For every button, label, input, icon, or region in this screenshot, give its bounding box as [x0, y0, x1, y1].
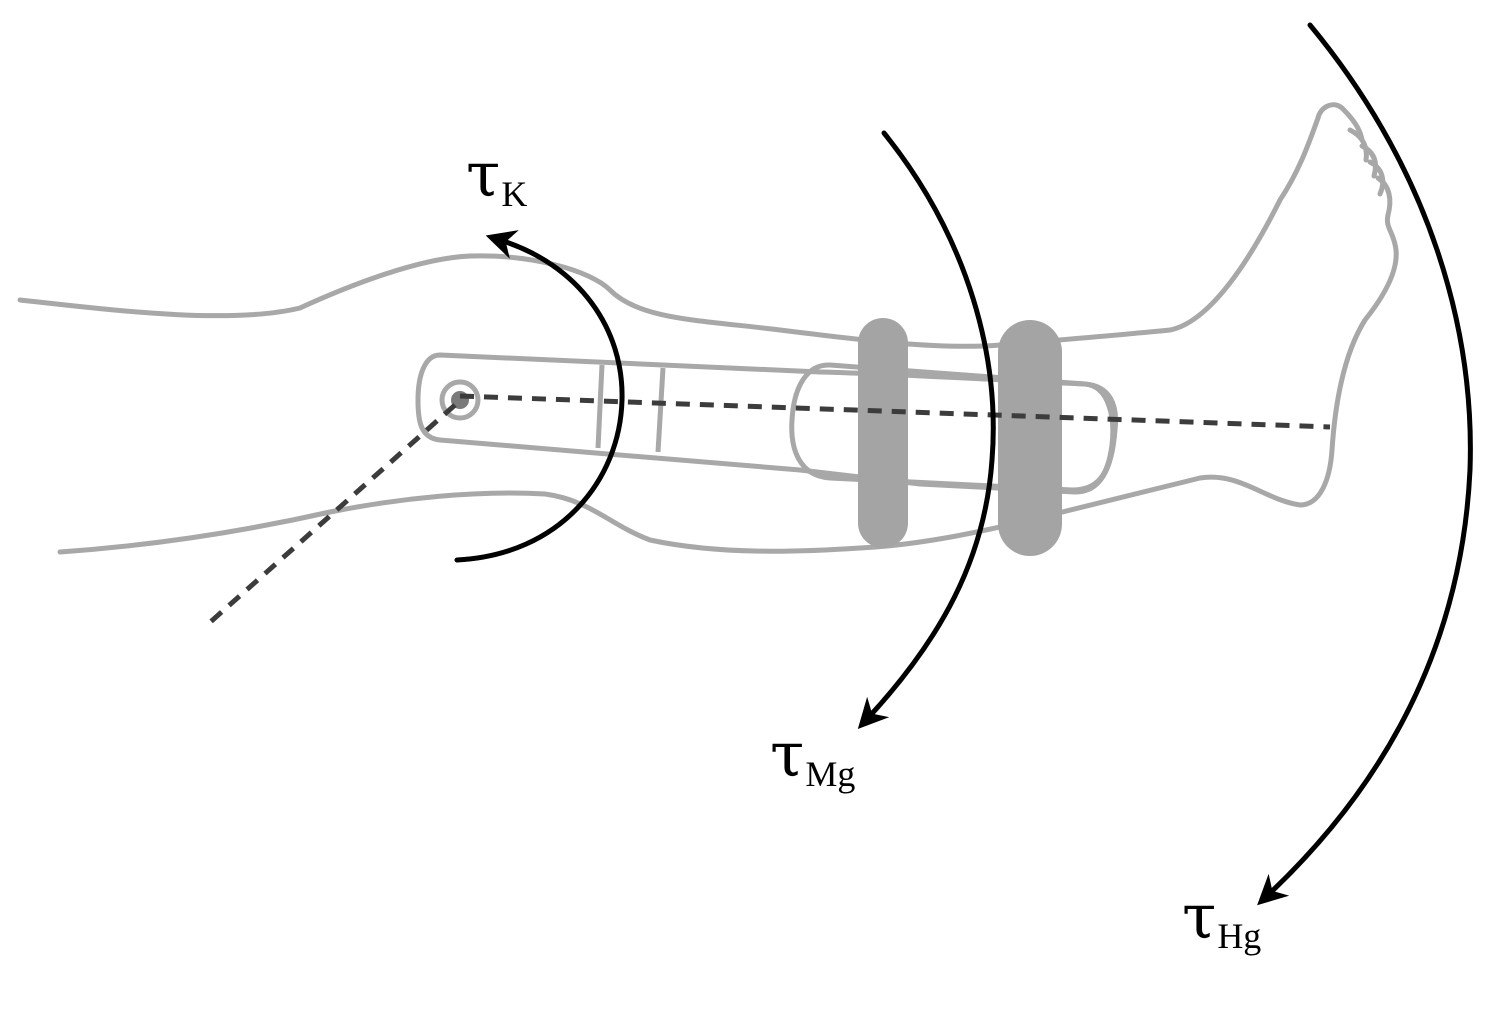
human-gravity-torque-label: τHg [1182, 886, 1261, 955]
knee-torque-label: τK [466, 144, 527, 213]
shin-cuff-outline [789, 362, 1116, 493]
thigh-upper-contour [17, 253, 1003, 349]
human-gravity-torque-symbol: τ [1182, 880, 1217, 953]
torque-arrows [454, 22, 1473, 906]
shank-axis-line [459, 393, 1331, 430]
strap-upper [858, 318, 908, 548]
toe-2 [1359, 143, 1378, 179]
mass-gravity-torque-arrow [857, 130, 996, 730]
leg-outline [17, 102, 1399, 555]
knee-torque-arrow [454, 230, 625, 563]
toe-4 [1375, 175, 1393, 218]
mass-gravity-torque-symbol: τ [770, 718, 805, 791]
knee-pivot-ring [439, 379, 481, 421]
shin-upper-contour [997, 115, 1321, 348]
toe-3 [1367, 159, 1386, 197]
toes-contour [1315, 102, 1365, 143]
human-gravity-torque-subscript: Hg [1217, 916, 1262, 956]
exoskeleton-bar [415, 352, 1119, 495]
bar-divider-1 [595, 364, 605, 449]
thigh-extension-line [205, 403, 457, 627]
strap-lower [998, 320, 1062, 556]
thigh-lower-contour [57, 490, 863, 555]
bar-divider-2 [655, 367, 666, 453]
human-gravity-torque-arrow [1257, 22, 1473, 906]
knee-torque-subscript: K [501, 174, 528, 214]
mass-gravity-torque-label: τMg [770, 724, 855, 793]
knee-torque-symbol: τ [466, 138, 501, 211]
dashed-axes [205, 393, 1331, 627]
toe-1 [1347, 127, 1369, 163]
mass-gravity-torque-subscript: Mg [805, 754, 856, 794]
shin-lower-contour [857, 212, 1399, 551]
